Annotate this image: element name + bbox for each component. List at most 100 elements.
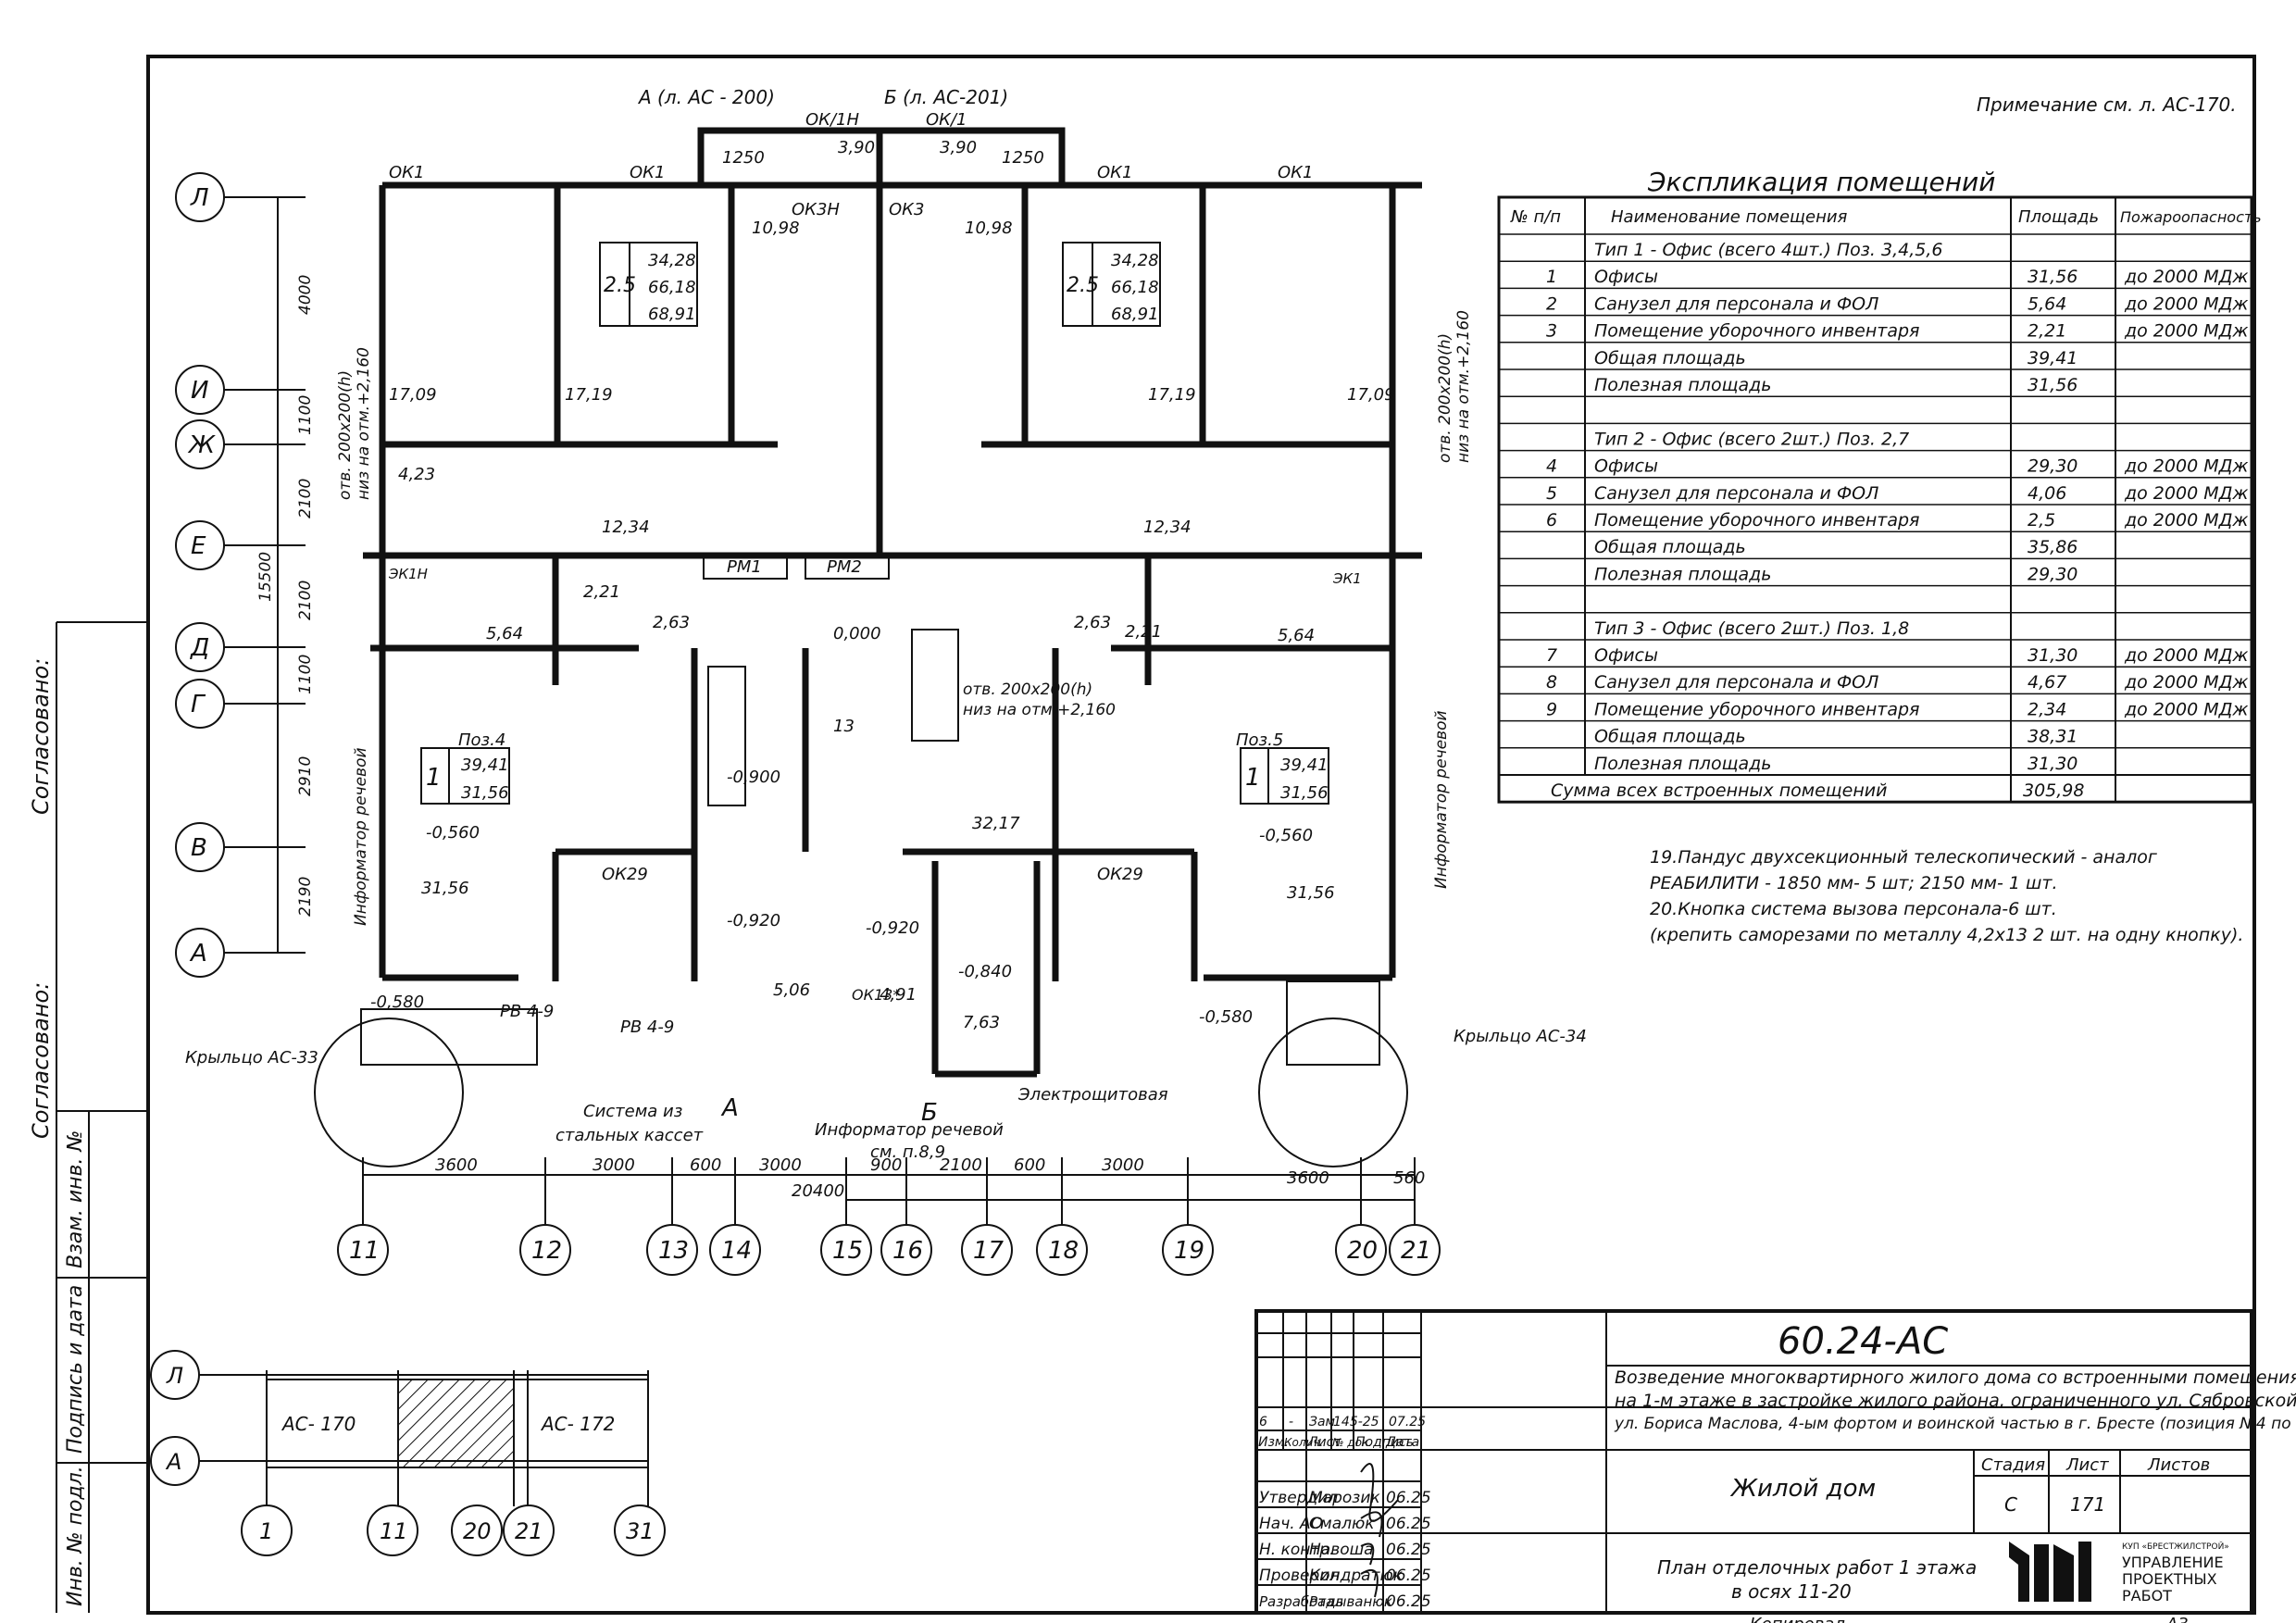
text-label: 1 [426, 764, 442, 792]
table-cell: 29,30 [2028, 564, 2078, 584]
level-mark: -0,900 [727, 768, 780, 787]
room-area: 10,98 [752, 218, 800, 238]
project-line: Возведение многоквартирного жилого дома … [1615, 1367, 2296, 1388]
plan-label: 3,90 [838, 138, 875, 157]
level-mark: -0,920 [866, 918, 919, 938]
format-label: А3 [2165, 1615, 2189, 1623]
plan-labels: А (л. АС - 200) Б (л. АС-201) ОК/1Н ОК/1… [185, 86, 1587, 1162]
table-header: № п/п [1510, 207, 1561, 227]
text-label: 06.25 [1386, 1515, 1431, 1533]
axis-marker: А [175, 928, 306, 978]
room-area: 31,56 [421, 879, 469, 898]
drawing-title: в осях 11-20 [1731, 1580, 1852, 1603]
text-label: Г [191, 691, 206, 718]
table-cell: 2,21 [2028, 321, 2066, 342]
table-cell: 31,56 [2028, 267, 2078, 287]
room-area: 31,56 [1287, 883, 1335, 903]
table-cell: 31,30 [2028, 754, 2078, 774]
column-axes: 3600 3000 600 3000 900 2100 600 3000 360… [337, 1155, 1441, 1276]
text-label: Навоша [1309, 1541, 1374, 1559]
text-label: 16 [892, 1237, 923, 1265]
room-area: 17,19 [565, 385, 613, 405]
drawing-title: План отделочных работ 1 этажа [1657, 1556, 1977, 1579]
table-cell: Общая площадь [1594, 348, 1746, 368]
table-cell: Полезная площадь [1594, 564, 1771, 584]
table-cell: 29,30 [2028, 456, 2078, 477]
table-cell: 35,86 [2028, 537, 2078, 557]
text-label: Лист [1307, 1435, 1341, 1450]
text-label: Радыванюк [1309, 1593, 1392, 1610]
callout: отв. 200х200(h) [1436, 333, 1454, 463]
dim-label: 3000 [1102, 1155, 1144, 1175]
room-area: 32,17 [972, 814, 1020, 833]
table-cell: до 2000 МДж [2124, 645, 2249, 666]
table-cell: 9 [1546, 699, 1557, 719]
row-axes: Л И Ж Е Д Г В А 4000 1100 2100 2100 1100… [175, 172, 315, 978]
axis-marker: 21 [1389, 1157, 1441, 1276]
plan-label: 13 [833, 717, 855, 736]
table-cell: 5,64 [2028, 293, 2066, 314]
floor-plan [314, 127, 1422, 1167]
room-area: 17,09 [1347, 385, 1395, 405]
callout: Крыльцо АС-34 [1454, 1027, 1587, 1046]
table-cell: 2 [1546, 293, 1557, 314]
inv-no-label: Инв. № подл. [64, 1466, 87, 1606]
callout: низ на отм.+2,160 [963, 701, 1116, 719]
building-name: Жилой дом [1729, 1475, 1876, 1503]
text-label: 06.25 [1386, 1541, 1431, 1559]
title-block: 60.24-АС Возведение многоквартирного жил… [1254, 1309, 2296, 1615]
table-cell: 7 [1546, 645, 1557, 666]
plan-label: 3,90 [940, 138, 977, 157]
room-area: 4,91 [880, 985, 917, 1005]
replace-inv-label: Взам. инв. № [64, 1130, 87, 1268]
text-label: 34,28 [648, 251, 696, 270]
room-area: 17,19 [1148, 385, 1196, 405]
callout: см. п.8,9 [870, 1142, 945, 1162]
note-line: (крепить саморезами по металлу 4,2х13 2 … [1650, 925, 2243, 945]
table-cell: до 2000 МДж [2124, 672, 2249, 693]
dim-label: 3600 [435, 1155, 478, 1175]
table-cell: Санузел для персонала и ФОЛ [1594, 293, 1878, 314]
level-mark: -0,840 [958, 962, 1012, 981]
table-cell: 2,5 [2028, 510, 2055, 531]
table-cell: до 2000 МДж [2124, 267, 2249, 287]
text-label: 31,56 [1280, 783, 1329, 803]
axis-marker: 19 [1162, 1157, 1214, 1276]
window-label: ОК1 [630, 163, 665, 182]
plan-label: ЭК1 [1332, 570, 1362, 587]
dim-label: 2100 [940, 1155, 982, 1175]
dim-label: 600 [690, 1155, 721, 1175]
notes: 19.Пандус двухсекционный телескопический… [1650, 847, 2243, 945]
table-cell: до 2000 МДж [2124, 699, 2249, 719]
side-strip: Согласовано: Согласовано: Взам. инв. № П… [28, 621, 148, 1613]
text-label: 39,41 [461, 755, 509, 775]
dim-label: 900 [870, 1155, 902, 1175]
key-axis: А [165, 1449, 181, 1475]
key-axis: 1 [259, 1518, 273, 1544]
axis-marker: 15 [820, 1157, 872, 1276]
note-reference: Примечание см. л. АС-170. [1977, 94, 2237, 116]
room-area: 17,09 [389, 385, 437, 405]
window-label: ОК1 [1278, 163, 1313, 182]
text-label: 18 [1048, 1237, 1079, 1265]
plan-label: 1250 [722, 148, 765, 168]
text-label: 20 [1347, 1237, 1378, 1265]
table-cell: 38,31 [2028, 727, 2078, 747]
table-cell: Офисы [1594, 267, 1658, 287]
text-label: 06.25 [1386, 1567, 1431, 1585]
section-mark: Б [921, 1099, 938, 1127]
axis-marker: 11 [337, 1157, 389, 1276]
axis-marker: 16 [880, 1157, 932, 1276]
axis-marker: 17 [961, 1157, 1013, 1276]
position-label: Поз.5 [1236, 730, 1283, 750]
signatures [1360, 1462, 1399, 1598]
room-area: 12,34 [1143, 518, 1192, 537]
plan-label: ЭК1Н [388, 566, 428, 582]
level-mark: -0,580 [1199, 1007, 1253, 1027]
table-cell: Санузел для персонала и ФОЛ [1594, 672, 1878, 693]
project-line: ул. Бориса Маслова, 4-ым фортом и воинск… [1614, 1415, 2296, 1433]
callout: стальных кассет [555, 1126, 704, 1145]
